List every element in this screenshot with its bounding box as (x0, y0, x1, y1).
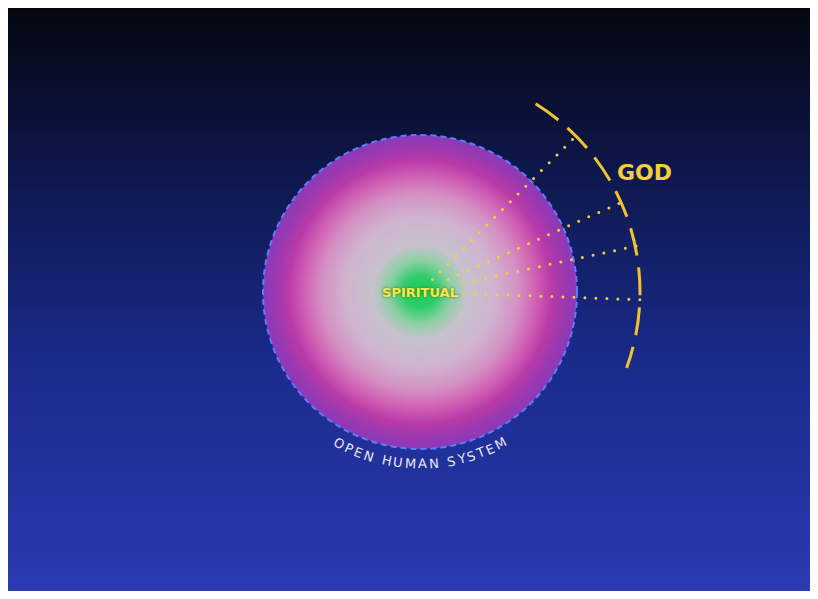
dotted-ray (464, 294, 642, 300)
dotted-ray (448, 202, 623, 280)
dotted-ray (464, 246, 637, 283)
core-label: SPIRITUAL (379, 283, 461, 302)
god-label: GOD (617, 160, 672, 185)
human-system-circle: OPEN HUMAN SYSTEMSPIRITUAL (262, 134, 578, 450)
god-arc: GOD (520, 90, 680, 380)
label-letter: N (428, 457, 439, 471)
label-letter: M (404, 457, 416, 471)
dotted-ray (432, 135, 576, 279)
label-letter: A (418, 457, 427, 470)
spiritual-core: SPIRITUAL (379, 283, 461, 302)
arc-outline (520, 90, 680, 380)
